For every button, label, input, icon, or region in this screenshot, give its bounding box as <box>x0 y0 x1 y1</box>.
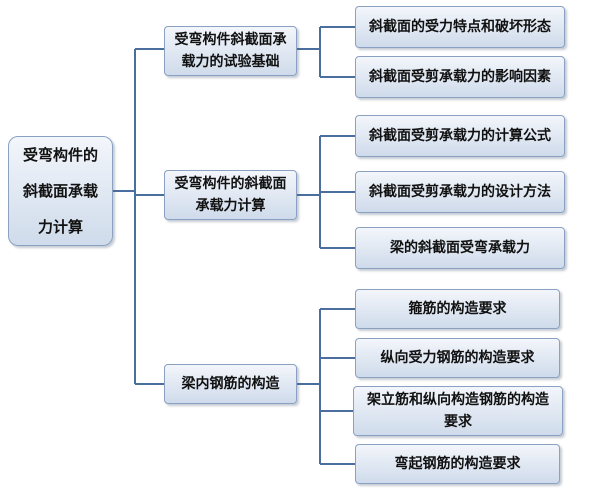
branch-node-label: 受弯构件斜截面承载力的试验基础 <box>174 32 287 70</box>
leaf-node-label: 斜截面的受力特点和破坏形态 <box>369 19 551 35</box>
leaf-node: 纵向受力钢筋的构造要求 <box>355 338 560 378</box>
root-node-label: 受弯构件的斜截面承载力计算 <box>22 146 98 236</box>
leaf-node: 斜截面受剪承载力的设计方法 <box>355 171 565 213</box>
leaf-node: 梁的斜截面受弯承载力 <box>355 227 565 269</box>
leaf-node: 架立筋和纵向构造钢筋的构造要求 <box>353 386 563 436</box>
branch-node-label: 梁内钢筋的构造 <box>181 376 280 392</box>
branch-node-bearing-calculation: 受弯构件的斜截面承载力计算 <box>164 170 297 220</box>
root-node: 受弯构件的斜截面承载力计算 <box>8 136 113 246</box>
leaf-node-label: 纵向受力钢筋的构造要求 <box>380 350 535 366</box>
leaf-node-label: 梁的斜截面受弯承载力 <box>390 240 530 256</box>
leaf-node: 弯起钢筋的构造要求 <box>355 444 560 484</box>
leaf-node: 斜截面受剪承载力的影响因素 <box>355 56 565 98</box>
leaf-node: 斜截面受剪承载力的计算公式 <box>355 115 565 157</box>
leaf-node-label: 箍筋的构造要求 <box>408 301 507 317</box>
leaf-node-label: 斜截面受剪承载力的影响因素 <box>369 69 551 85</box>
leaf-node-label: 弯起钢筋的构造要求 <box>394 456 521 472</box>
branch-node-experiment-basis: 受弯构件斜截面承载力的试验基础 <box>164 26 297 76</box>
leaf-node-label: 斜截面受剪承载力的设计方法 <box>369 184 551 200</box>
branch-node-label: 受弯构件的斜截面承载力计算 <box>174 176 287 214</box>
leaf-node-label: 架立筋和纵向构造钢筋的构造要求 <box>367 392 549 430</box>
leaf-node-label: 斜截面受剪承载力的计算公式 <box>369 128 551 144</box>
branch-node-rebar-detailing: 梁内钢筋的构造 <box>164 364 297 404</box>
leaf-node: 箍筋的构造要求 <box>355 289 560 329</box>
leaf-node: 斜截面的受力特点和破坏形态 <box>355 6 565 48</box>
